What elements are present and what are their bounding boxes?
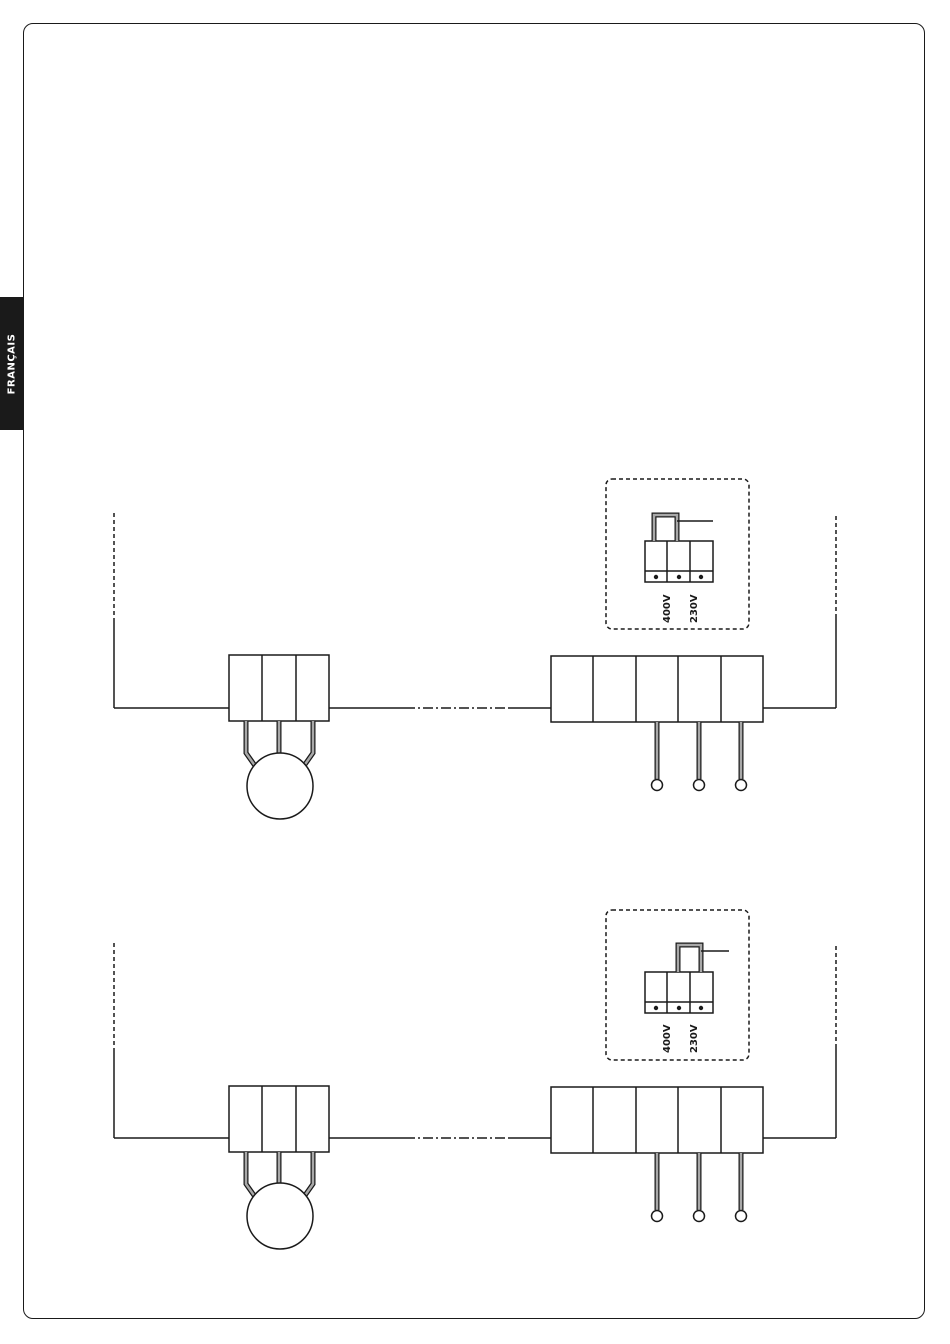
supply-leads — [652, 1153, 747, 1222]
control-terminal-block — [551, 656, 763, 722]
voltage-label-230v: 230V — [689, 594, 700, 623]
voltage-label-230v: 230V — [689, 1024, 700, 1053]
voltage-label-400v: 400V — [662, 1024, 673, 1053]
motor-terminal-block — [229, 655, 329, 721]
motor-symbol — [247, 1183, 313, 1249]
wiring-diagram-2: 400V 230V — [114, 910, 836, 1249]
voltage-selector-2: 400V 230V — [606, 910, 749, 1060]
wiring-diagram-1: 400V 230V — [114, 479, 836, 819]
motor-symbol — [247, 753, 313, 819]
voltage-selector-1: 400V 230V — [606, 479, 749, 629]
voltage-label-400v: 400V — [662, 594, 673, 623]
motor-terminal-block — [229, 1086, 329, 1152]
supply-leads — [652, 722, 747, 791]
control-terminal-block — [551, 1087, 763, 1153]
